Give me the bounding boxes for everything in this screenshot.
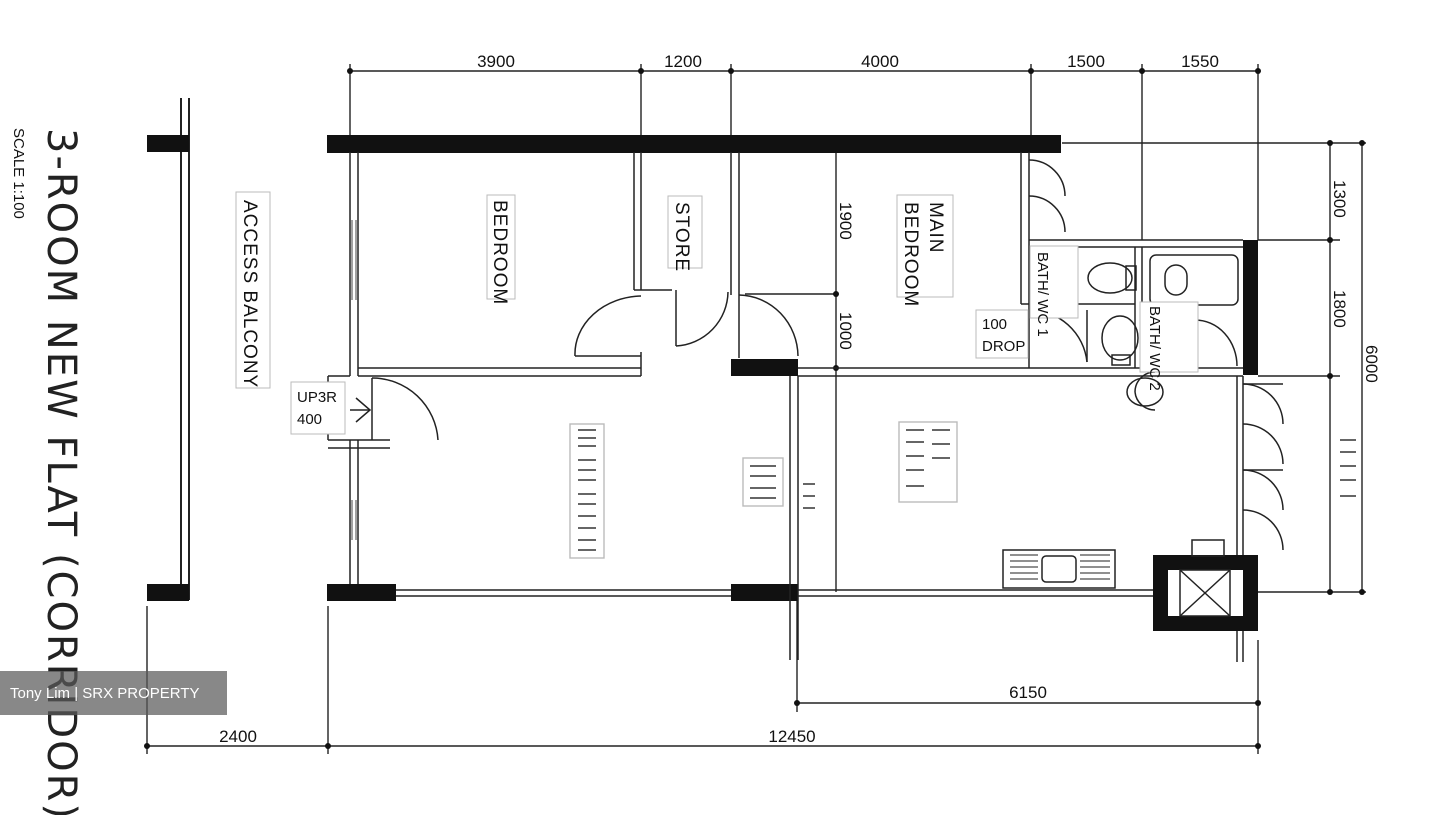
dim-bottom-3: 12450 [768, 727, 815, 746]
structural-walls [327, 135, 1258, 631]
label-up-2: 400 [297, 411, 322, 428]
label-store: STORE [671, 202, 692, 272]
dim-top-1: 3900 [477, 52, 515, 71]
label-drop-1: 100 [982, 316, 1007, 333]
right-dimension-dots [1327, 140, 1365, 595]
dim-inner-1: 1900 [836, 202, 855, 240]
dim-top-3: 4000 [861, 52, 899, 71]
inner-dimension-line [745, 152, 837, 592]
label-up-1: UP3R [297, 389, 337, 406]
scale-text: SCALE 1:100 [10, 128, 27, 219]
right-dimension-lines [1062, 142, 1366, 593]
label-bath-wc-1: BATH/ WC 1 [1034, 252, 1051, 337]
dim-top-4: 1500 [1067, 52, 1105, 71]
dim-right-2: 1800 [1330, 290, 1349, 328]
illegible-label-marks [569, 421, 1356, 559]
refuse-chute [1179, 539, 1231, 617]
dim-inner-2: 1000 [836, 312, 855, 350]
top-dimension-dots [347, 68, 1261, 74]
dim-top-5: 1550 [1181, 52, 1219, 71]
room-labels: BEDROOM STORE MAIN BEDROOM ACCESS BALCON… [235, 191, 1199, 435]
dim-bottom-1: 6150 [1009, 683, 1047, 702]
label-drop-2: DROP [982, 338, 1025, 355]
plan-scale: SCALE 1:100 [10, 128, 27, 219]
corridor-railing [147, 98, 190, 601]
label-access-balcony: ACCESS BALCONY [239, 200, 260, 388]
dim-right-3: 6000 [1362, 345, 1381, 383]
partition-walls [327, 152, 1244, 662]
dim-top-2: 1200 [664, 52, 702, 71]
label-main-bedroom-2: BEDROOM [900, 202, 921, 307]
dim-right-1: 1300 [1330, 180, 1349, 218]
watermark: Tony Lim | SRX PROPERTY [0, 671, 227, 715]
label-bedroom: BEDROOM [489, 200, 510, 305]
bedroom-window [351, 220, 357, 540]
top-dimension-line [349, 64, 1260, 240]
label-bath-wc-2: BATH/ WC 2 [1146, 306, 1163, 391]
label-main-bedroom-1: MAIN [925, 202, 946, 254]
bottom-dimension-dots [144, 700, 1261, 749]
kitchen-sink [1002, 549, 1116, 589]
dim-bottom-2: 2400 [219, 727, 257, 746]
bottom-dimension-lines [146, 600, 1260, 754]
